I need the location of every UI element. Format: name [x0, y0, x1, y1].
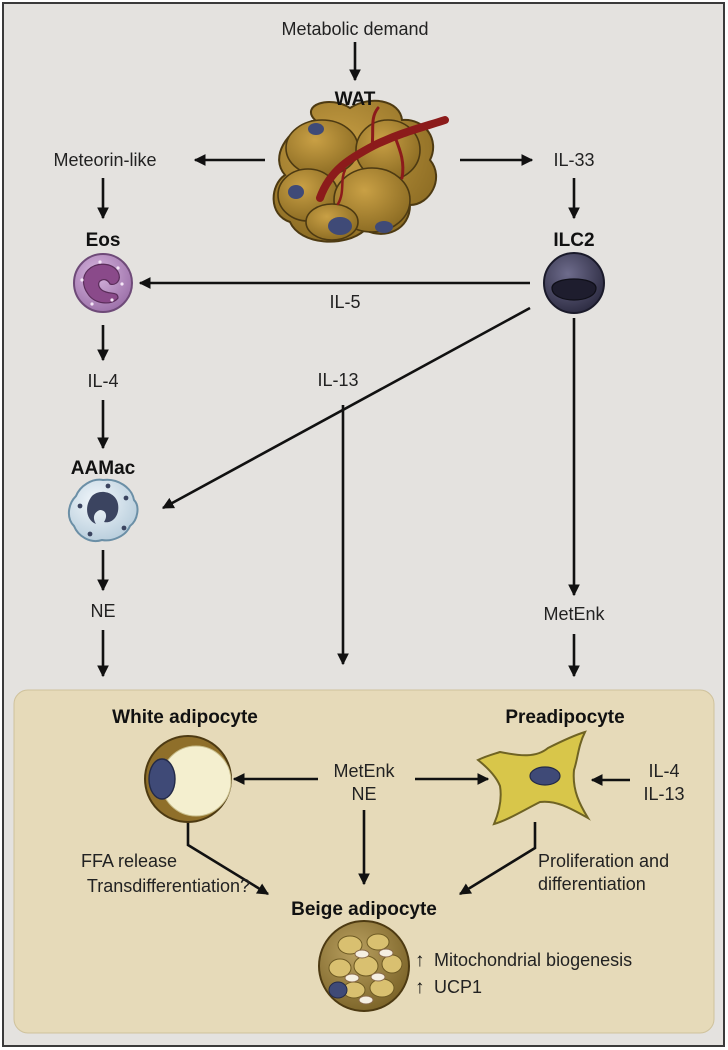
wat-nucleus — [328, 217, 352, 235]
label-il5: IL-5 — [329, 292, 360, 312]
label-ffa-release: FFA release — [81, 851, 177, 871]
wat-nucleus — [308, 123, 324, 135]
label-eos: Eos — [86, 230, 121, 251]
label-ne: NE — [90, 601, 115, 621]
label-transdifferentiation: Transdifferentiation? — [87, 876, 250, 896]
mitochondrion — [378, 948, 394, 958]
mitochondrion — [354, 949, 370, 959]
label-center-metenk: MetEnk — [333, 761, 395, 781]
blood-vessel — [316, 116, 449, 202]
label-beige-adipocyte: Beige adipocyte — [291, 899, 437, 920]
wat-cell-cluster — [272, 99, 449, 243]
label-center-ne: NE — [351, 784, 376, 804]
arrow-white-to-beige — [186, 820, 269, 896]
label-preadipocyte: Preadipocyte — [505, 707, 624, 728]
ilc2-cell — [543, 252, 605, 314]
beige-nucleus — [328, 981, 348, 999]
label-right-il13: IL-13 — [643, 784, 684, 804]
eosinophil-cell — [73, 253, 133, 313]
label-white-adipocyte: White adipocyte — [112, 707, 258, 728]
label-meteorin-like: Meteorin-like — [53, 150, 156, 170]
label-proliferation: Proliferation and — [538, 851, 669, 871]
preadipocyte-cell — [476, 730, 591, 826]
mitochondrion — [358, 995, 374, 1005]
label-wat: WAT — [335, 89, 376, 110]
label-metenk: MetEnk — [543, 604, 605, 624]
label-il33: IL-33 — [553, 150, 594, 170]
label-il13: IL-13 — [317, 370, 358, 390]
mitochondrion — [344, 973, 360, 983]
label-ilc2: ILC2 — [553, 230, 594, 251]
label-right-il4: IL-4 — [648, 761, 679, 781]
label-differentiation: differentiation — [538, 874, 646, 894]
label-il4: IL-4 — [87, 371, 118, 391]
arrow-pre-to-beige — [459, 822, 537, 896]
white-adipocyte-cell — [144, 735, 232, 823]
arrow-ilc2-to-aamac-il13 — [161, 306, 531, 510]
up-arrow-icon: ↑ — [415, 950, 425, 971]
up-arrow-icon: ↑ — [415, 977, 425, 998]
label-mito-biogenesis: Mitochondrial biogenesis — [434, 950, 632, 970]
label-aamac: AAMac — [71, 458, 136, 479]
wat-nucleus — [288, 185, 304, 199]
aamac-cell — [68, 478, 139, 542]
mitochondrion — [370, 972, 386, 982]
beige-adipocyte-cell — [318, 920, 410, 1012]
label-ucp1: UCP1 — [434, 977, 482, 997]
label-metabolic-demand: Metabolic demand — [281, 19, 428, 39]
wat-nucleus — [375, 221, 393, 233]
